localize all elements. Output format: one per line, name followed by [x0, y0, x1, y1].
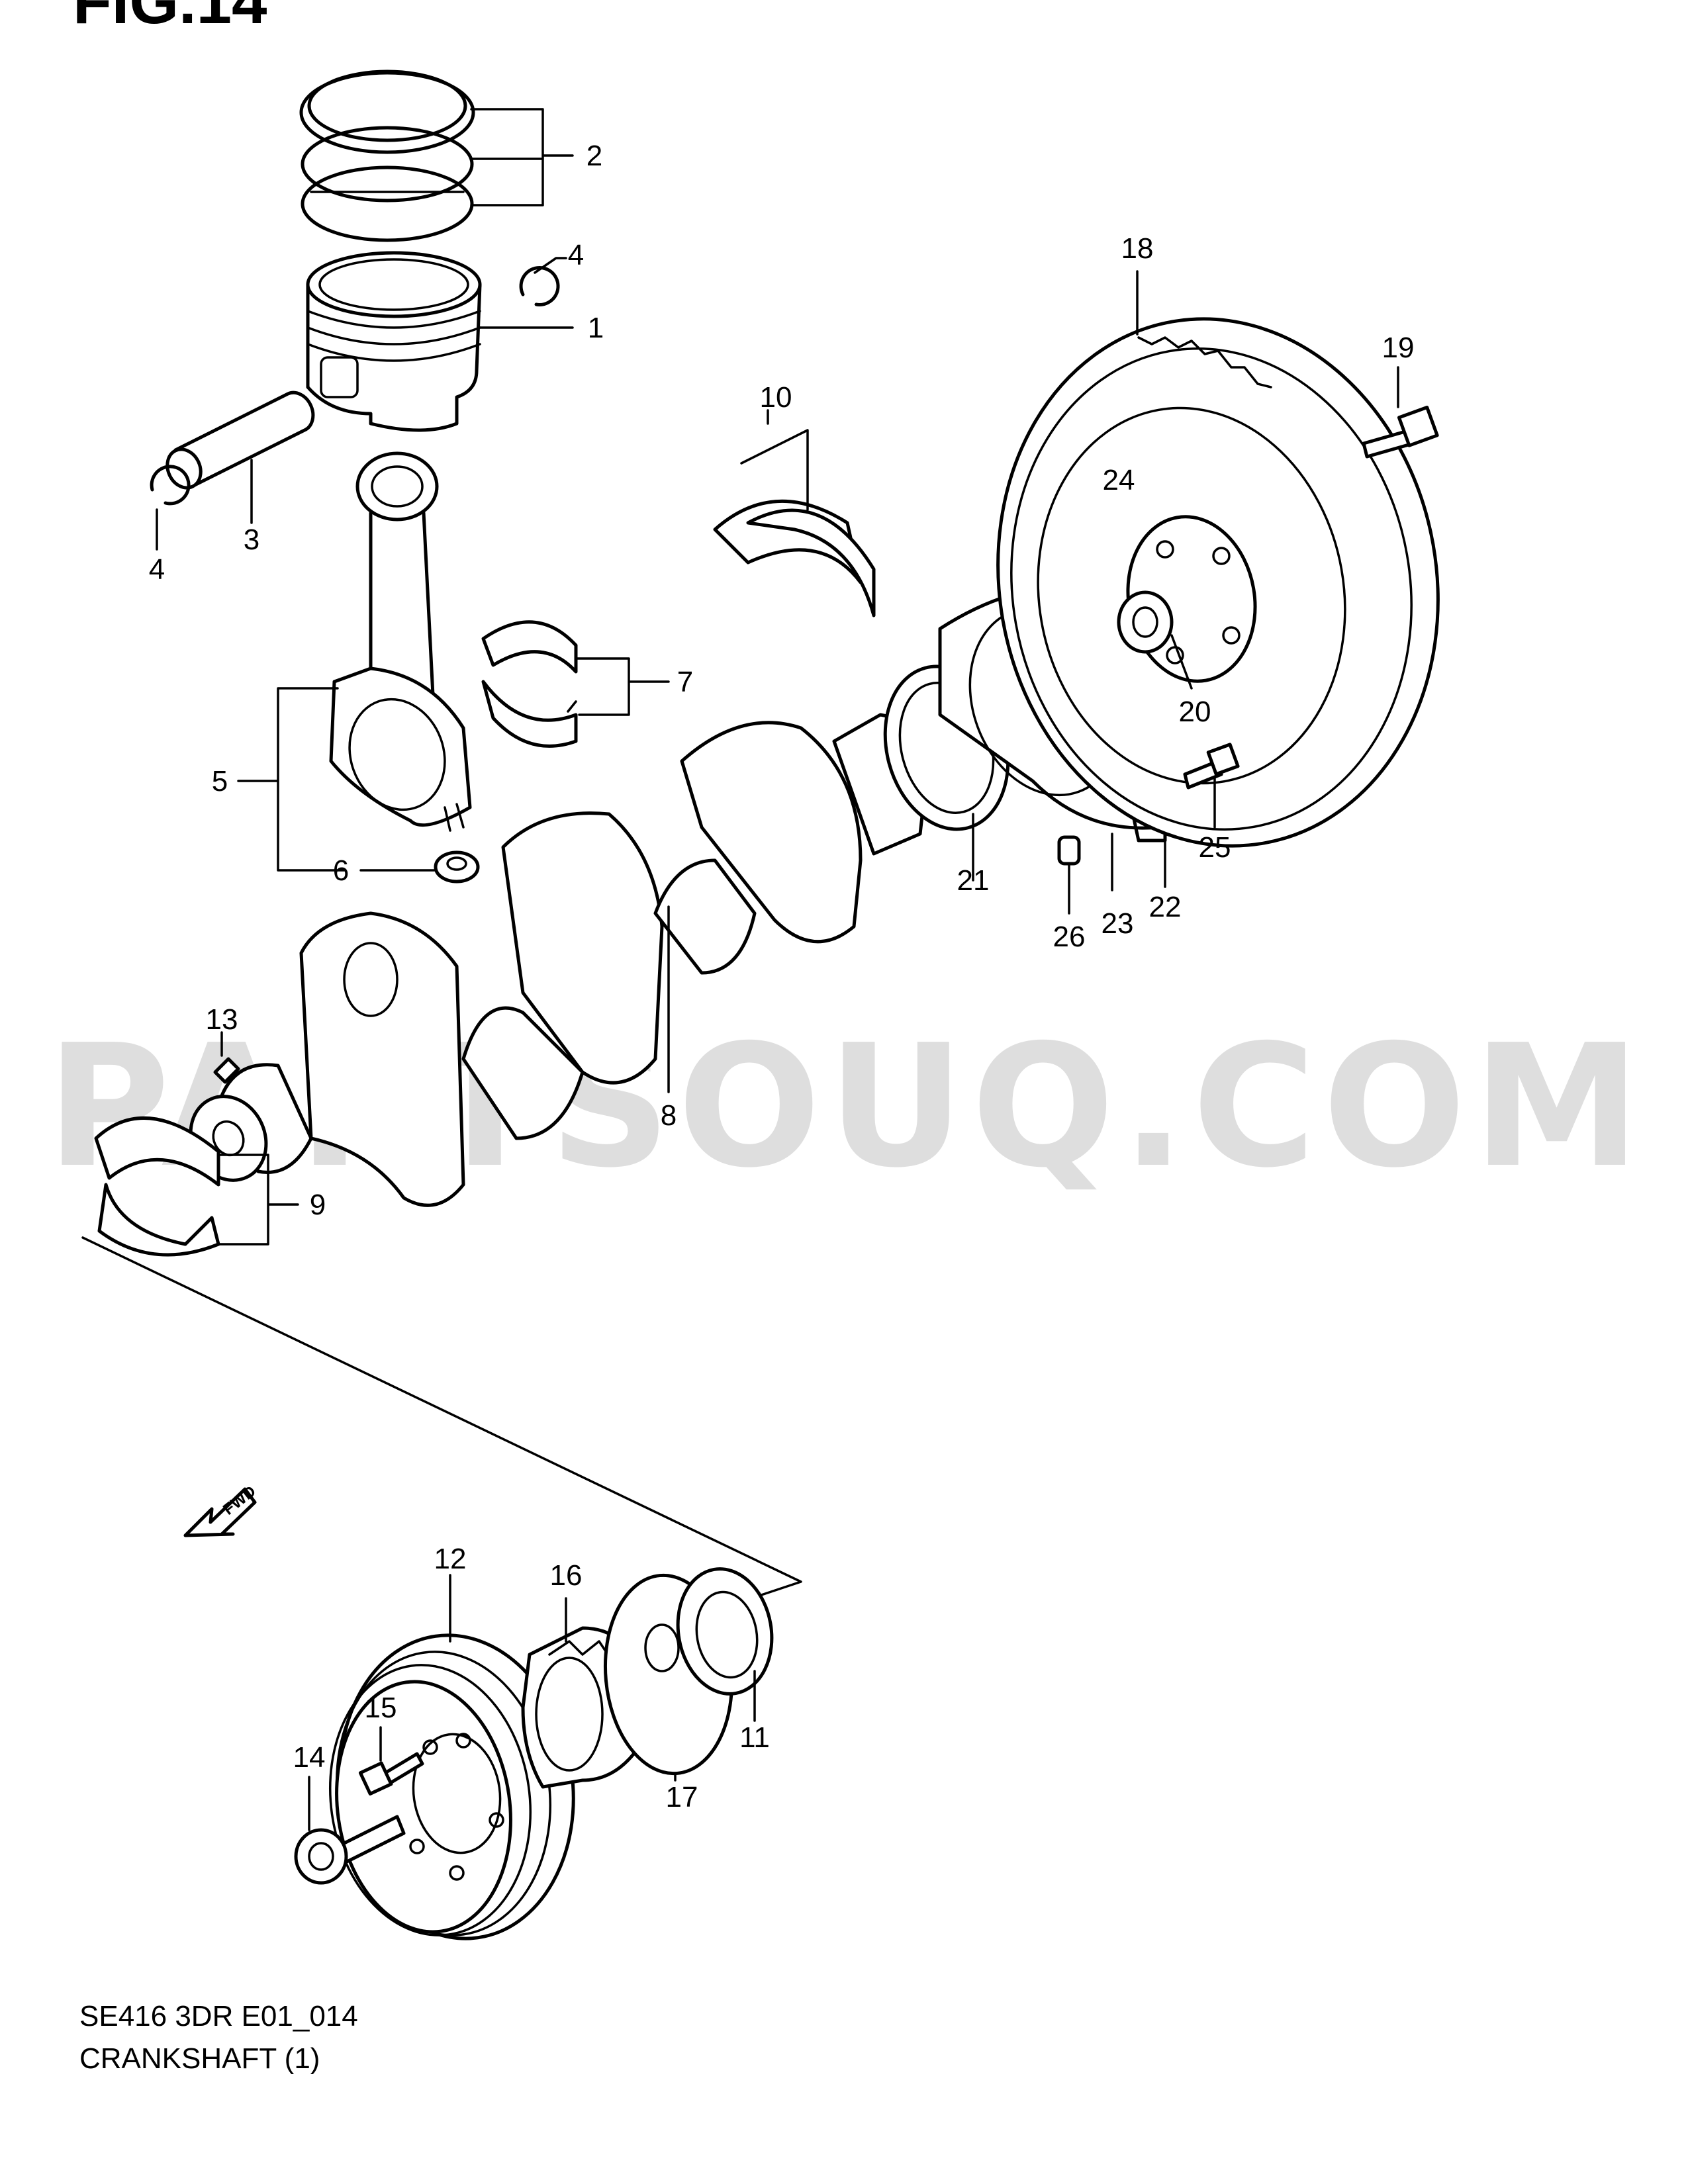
model-code: SE416 3DR E01_014	[79, 2000, 358, 2032]
callout-4-upper: 4	[568, 239, 584, 271]
callout-20: 20	[1179, 696, 1211, 728]
crankshaft-pulley[interactable]	[313, 1620, 592, 1954]
dowel-pin[interactable]	[1057, 835, 1081, 866]
connecting-rod-bearing[interactable]	[481, 620, 578, 748]
callout-7: 7	[677, 666, 693, 698]
crankshaft-main-bearing-upper[interactable]	[713, 499, 876, 617]
callout-1: 1	[588, 312, 604, 344]
piston-rings[interactable]	[299, 69, 475, 242]
leader-7	[575, 657, 670, 716]
piston-pin[interactable]	[162, 390, 315, 493]
callout-19: 19	[1382, 332, 1415, 364]
crankshaft-front-oil-seal[interactable]	[669, 1561, 782, 1701]
callout-18: 18	[1121, 232, 1154, 265]
callout-26: 26	[1053, 921, 1086, 953]
flywheel-bolt[interactable]	[1362, 406, 1439, 459]
callout-10: 10	[760, 381, 792, 414]
forward-direction-arrow: FWD	[183, 1482, 259, 1537]
callout-24: 24	[1103, 464, 1135, 496]
crankshaft-pulley-bolt[interactable]	[294, 1815, 406, 1885]
callout-21: 21	[957, 864, 990, 897]
callout-16: 16	[550, 1559, 583, 1592]
callout-25: 25	[1199, 831, 1231, 864]
crankshaft[interactable]	[177, 713, 929, 1207]
leader-20	[1170, 634, 1193, 690]
pulley-bolt[interactable]	[358, 1752, 424, 1796]
leader-9	[217, 1154, 299, 1246]
callout-3: 3	[244, 523, 259, 556]
callout-2: 2	[586, 140, 602, 172]
figure-title: FIG.14	[73, 0, 267, 37]
section-title: CRANKSHAFT (1)	[79, 2042, 320, 2075]
flywheel-housing-bolt[interactable]	[1183, 743, 1240, 790]
callout-17: 17	[666, 1781, 698, 1813]
input-shaft-bearing[interactable]	[1117, 590, 1174, 654]
leader-10	[740, 409, 809, 511]
leader-9-to-11	[81, 1236, 802, 1596]
callout-4-lower: 4	[149, 553, 165, 586]
leader-4-upper	[534, 257, 567, 274]
callout-22: 22	[1149, 891, 1182, 923]
callout-11: 11	[739, 1721, 770, 1754]
crankshaft-key[interactable]	[213, 1057, 240, 1084]
callout-15: 15	[365, 1692, 397, 1724]
connecting-rod[interactable]	[329, 451, 472, 832]
leader-5	[237, 687, 346, 872]
callout-9: 9	[310, 1189, 326, 1221]
callout-14: 14	[293, 1741, 326, 1774]
callout-5: 5	[212, 765, 228, 797]
callout-6: 6	[333, 854, 349, 887]
piston-pin-clip-lower[interactable]	[150, 465, 191, 506]
callout-8: 8	[661, 1099, 677, 1132]
callout-12: 12	[434, 1543, 467, 1575]
connecting-rod-nut[interactable]	[434, 850, 480, 884]
callout-13: 13	[206, 1003, 238, 1036]
piston-pin-clip-upper[interactable]	[519, 265, 560, 306]
callout-numbers: 2 4 1 3 4 7 10 5 6 8 13 9 18 19 24 20 25…	[149, 140, 1415, 1813]
callout-23: 23	[1102, 907, 1134, 940]
leader-2	[470, 108, 574, 206]
piston[interactable]	[306, 251, 482, 432]
